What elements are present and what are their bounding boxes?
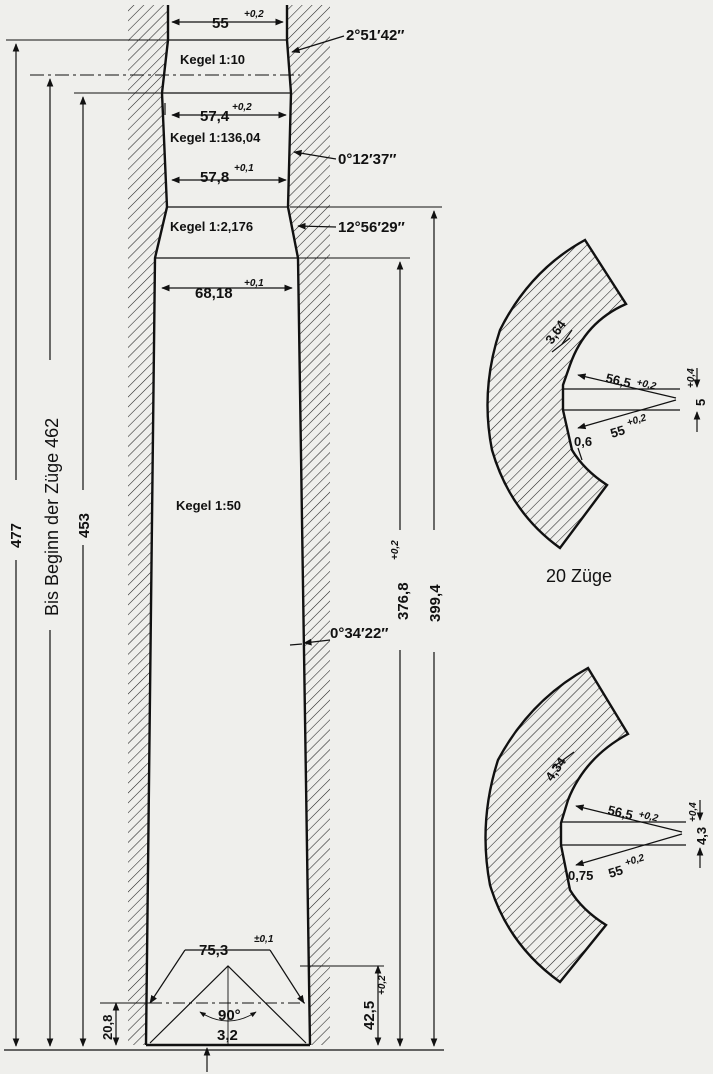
label-kegel-1-2176: Kegel 1:2,176 (170, 219, 253, 234)
dim-57-8: 57,8 (200, 169, 229, 186)
tol-376-8: +0,2 (390, 540, 401, 560)
section-bottom-radius: 0,75 (568, 868, 593, 883)
section-top-hatch (486, 238, 628, 550)
dim-477: 477 (8, 523, 25, 548)
tol-55: +0,2 (244, 9, 264, 20)
dim-75-3: 75,3 (199, 942, 228, 959)
bore-left-profile (144, 5, 170, 1046)
section-bottom-d2-tol: +0,2 (624, 852, 647, 868)
dim-3-2: 3,2 (217, 1027, 238, 1044)
section-bottom-w-right: 4,3 (694, 827, 709, 845)
section-top-w-right: 5 (693, 399, 708, 406)
label-kegel-1-136: Kegel 1:136,04 (170, 130, 261, 145)
right-wall-hatch (287, 5, 330, 1045)
section-top-d1-tol: +0,2 (635, 377, 657, 392)
label-bis-beginn-zuege: Bis Beginn der Züge 462 (42, 418, 62, 616)
section-top-tol-right: +0,4 (686, 368, 697, 388)
angle-90: 90° (218, 1007, 241, 1024)
section-bottom-d1-tol: +0,2 (637, 809, 659, 824)
rifling-section-bottom: 4,34 56,5 +0,2 55 +0,2 0,75 +0,4 4,3 (484, 666, 709, 984)
section-bottom-d2: 55 (606, 862, 624, 881)
dim-57-4: 57,4 (200, 108, 230, 125)
section-bottom-hatch (484, 666, 630, 984)
angle-12-56-29: 12°56′29″ (338, 219, 405, 236)
angle-0-12-37: 0°12′37″ (338, 151, 397, 168)
tol-57-4: +0,2 (232, 102, 252, 113)
label-20-zuege: 20 Züge (546, 566, 612, 586)
section-top-d1: 56,5 (604, 370, 632, 390)
section-top-d2-tol: +0,2 (626, 412, 649, 428)
dim-399-4: 399,4 (427, 584, 444, 622)
tol-42-5: +0,2 (377, 975, 388, 995)
section-bottom-d1: 56,5 (606, 802, 634, 822)
angle-0-34-22: 0°34′22″ (330, 625, 389, 642)
dim-453: 453 (76, 513, 93, 538)
section-bottom-tol-right: +0,4 (688, 802, 699, 822)
label-kegel-1-50: Kegel 1:50 (176, 498, 241, 513)
left-wall-hatch (128, 5, 168, 1045)
section-top-d2: 55 (608, 422, 626, 441)
tol-75-3: ±0,1 (254, 934, 274, 945)
dim-20-8: 20,8 (100, 1015, 115, 1040)
tol-57-8: +0,1 (234, 163, 254, 174)
dim-68-18: 68,18 (195, 285, 233, 302)
bore-right-profile (285, 5, 312, 1046)
rifling-section-top: 3,64 56,5 +0,2 55 +0,2 0,6 +0,4 5 (486, 238, 708, 550)
angle-2-51-42: 2°51′42″ (346, 27, 405, 44)
label-kegel-1-10: Kegel 1:10 (180, 52, 245, 67)
dim-55: 55 (212, 15, 229, 32)
tol-68-18: +0,1 (244, 278, 264, 289)
section-top-radius: 0,6 (574, 434, 592, 449)
dim-376-8: 376,8 (395, 582, 412, 620)
dim-42-5: 42,5 (361, 1001, 378, 1030)
